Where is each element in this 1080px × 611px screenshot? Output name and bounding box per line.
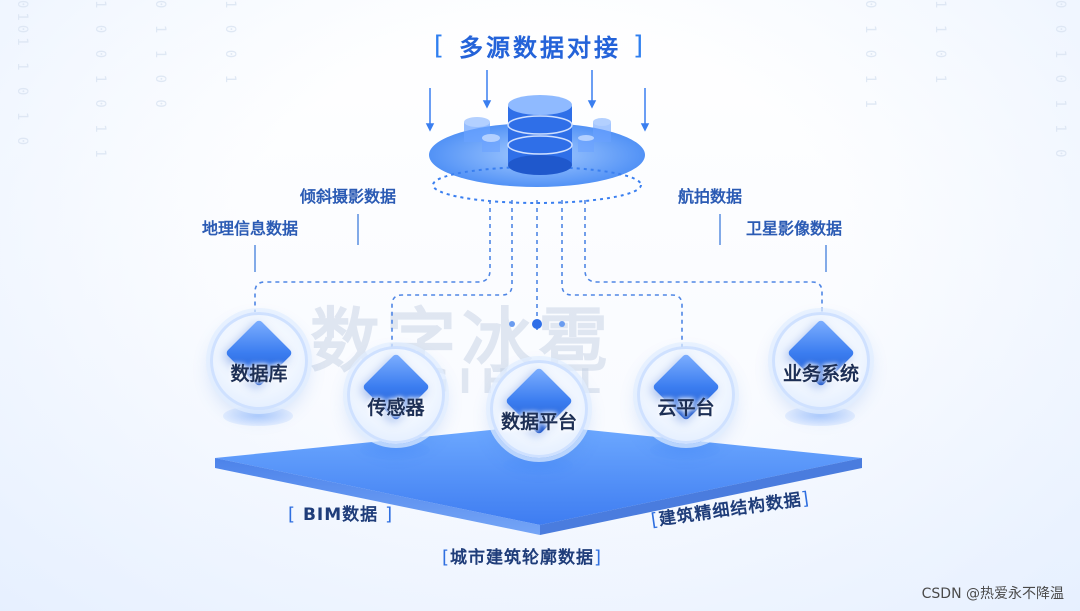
- matrix-decoration: 1 1 0 1: [932, 0, 948, 88]
- node-data-platform: 数据平台: [490, 360, 588, 458]
- matrix-decoration: 1 0 0 1 0 1 1: [92, 0, 108, 162]
- platform-top: [215, 425, 862, 525]
- matrix-decoration: 0 1 0 1 1: [862, 0, 878, 112]
- matrix-decoration: 1 0 0 1: [222, 0, 238, 88]
- node-label: 传感器: [367, 396, 425, 419]
- source-satellite: 卫星影像数据: [746, 219, 843, 238]
- matrix-decoration: 0101 1 0 1 0: [14, 0, 30, 150]
- node-label: 业务系统: [782, 362, 859, 385]
- database-cylinder: [508, 105, 572, 165]
- footer-credit: CSDN @热爱永不降温: [921, 586, 1064, 602]
- bottom-label-bim: [ BIM数据 ]: [288, 504, 394, 525]
- platform-edge-left: [215, 458, 540, 535]
- node-sensor: 传感器: [347, 346, 445, 444]
- node-stand: [223, 406, 293, 426]
- node-stand: [650, 440, 720, 460]
- node-database: 数据库: [210, 312, 308, 410]
- node-stand: [360, 440, 430, 460]
- matrix-decoration: 0 1 1 0 0: [152, 0, 168, 112]
- node-stand: [503, 455, 573, 475]
- node-label: 数据平台: [500, 410, 577, 433]
- title-text: 多源数据对接: [459, 34, 621, 62]
- source-aerial: 航拍数据: [678, 187, 743, 206]
- node-stand: [785, 406, 855, 426]
- node-label: 数据库: [230, 362, 288, 385]
- node-cloud-platform: 云平台: [637, 346, 735, 444]
- page-title: [ 多源数据对接 ]: [434, 28, 646, 63]
- bottom-label-outline: [城市建筑轮廓数据]: [442, 547, 603, 568]
- node-business-system: 业务系统: [772, 312, 870, 410]
- source-oblique-photo: 倾斜摄影数据: [300, 187, 397, 206]
- bracket-right-icon: ]: [633, 30, 647, 61]
- matrix-decoration: 0 0 1 0 1 1 0: [1052, 0, 1068, 162]
- bracket-left-icon: [: [433, 30, 447, 61]
- source-gis: 地理信息数据: [202, 219, 299, 238]
- node-label: 云平台: [657, 396, 715, 419]
- bottom-label-text: BIM数据: [302, 505, 379, 525]
- bottom-label-text: 城市建筑轮廓数据: [450, 548, 595, 568]
- platform-edge-right: [540, 458, 862, 535]
